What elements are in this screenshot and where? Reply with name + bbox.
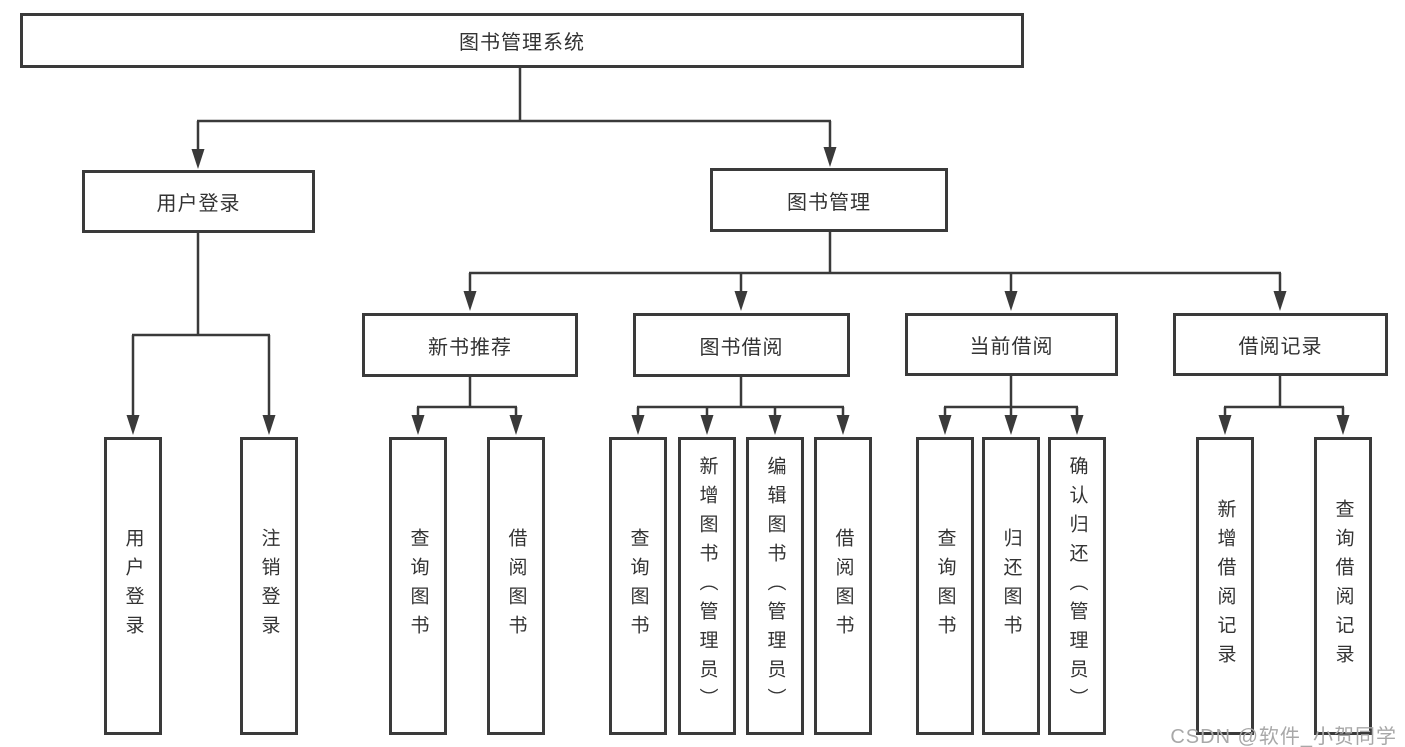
leaf-label: 归还图书: [1000, 528, 1022, 644]
leaf-add-borrow-record: 新增借阅记录: [1196, 437, 1254, 735]
leaf-label: 查询图书: [934, 528, 956, 644]
leaf-borrow-books: 借阅图书: [814, 437, 872, 735]
leaf-query-books-current: 查询图书: [916, 437, 974, 735]
leaf-label: 新增图书（管理员）: [696, 455, 718, 717]
node-label: 图书管理: [787, 191, 871, 214]
leaf-label: 查询图书: [407, 528, 429, 644]
leaf-label: 注销登录: [258, 528, 280, 644]
leaf-label: 查询借阅记录: [1332, 499, 1354, 673]
leaf-label: 借阅图书: [832, 528, 854, 644]
leaf-add-books-admin: 新增图书（管理员）: [678, 437, 736, 735]
leaf-label: 新增借阅记录: [1214, 499, 1236, 673]
leaf-label: 确认归还（管理员）: [1066, 455, 1088, 717]
node-book-management: 图书管理: [710, 168, 948, 232]
leaf-label: 用户登录: [122, 528, 144, 644]
leaf-label: 查询图书: [627, 528, 649, 644]
leaf-return-books: 归还图书: [982, 437, 1040, 735]
leaf-query-books-recommend: 查询图书: [389, 437, 447, 735]
leaf-logout: 注销登录: [240, 437, 298, 735]
watermark: CSDN @软件_小贺同学: [1170, 726, 1397, 747]
node-label: 用户登录: [156, 193, 241, 215]
node-label: 图书管理系统: [459, 32, 585, 54]
leaf-borrow-books-recommend: 借阅图书: [487, 437, 545, 735]
leaf-confirm-return-admin: 确认归还（管理员）: [1048, 437, 1106, 735]
node-label: 图书借阅: [699, 336, 784, 359]
node-label: 当前借阅: [969, 336, 1054, 358]
node-new-book-recommendation: 新书推荐: [362, 313, 578, 377]
leaf-edit-books-admin: 编辑图书（管理员）: [746, 437, 804, 735]
leaf-query-borrow-record: 查询借阅记录: [1314, 437, 1372, 735]
leaf-user-login: 用户登录: [104, 437, 162, 735]
arrowheads: [126, 147, 1350, 435]
node-library-management-system: 图书管理系统: [20, 13, 1024, 68]
node-borrowing-records: 借阅记录: [1173, 313, 1388, 376]
node-current-borrowing: 当前借阅: [905, 313, 1118, 376]
leaf-label: 借阅图书: [505, 528, 527, 644]
leaf-label: 编辑图书（管理员）: [764, 455, 786, 717]
leaf-query-books-borrowing: 查询图书: [609, 437, 667, 735]
node-book-borrowing: 图书借阅: [633, 313, 850, 377]
node-label: 新书推荐: [428, 336, 512, 359]
node-label: 借阅记录: [1238, 336, 1323, 358]
node-user-login: 用户登录: [82, 170, 315, 233]
